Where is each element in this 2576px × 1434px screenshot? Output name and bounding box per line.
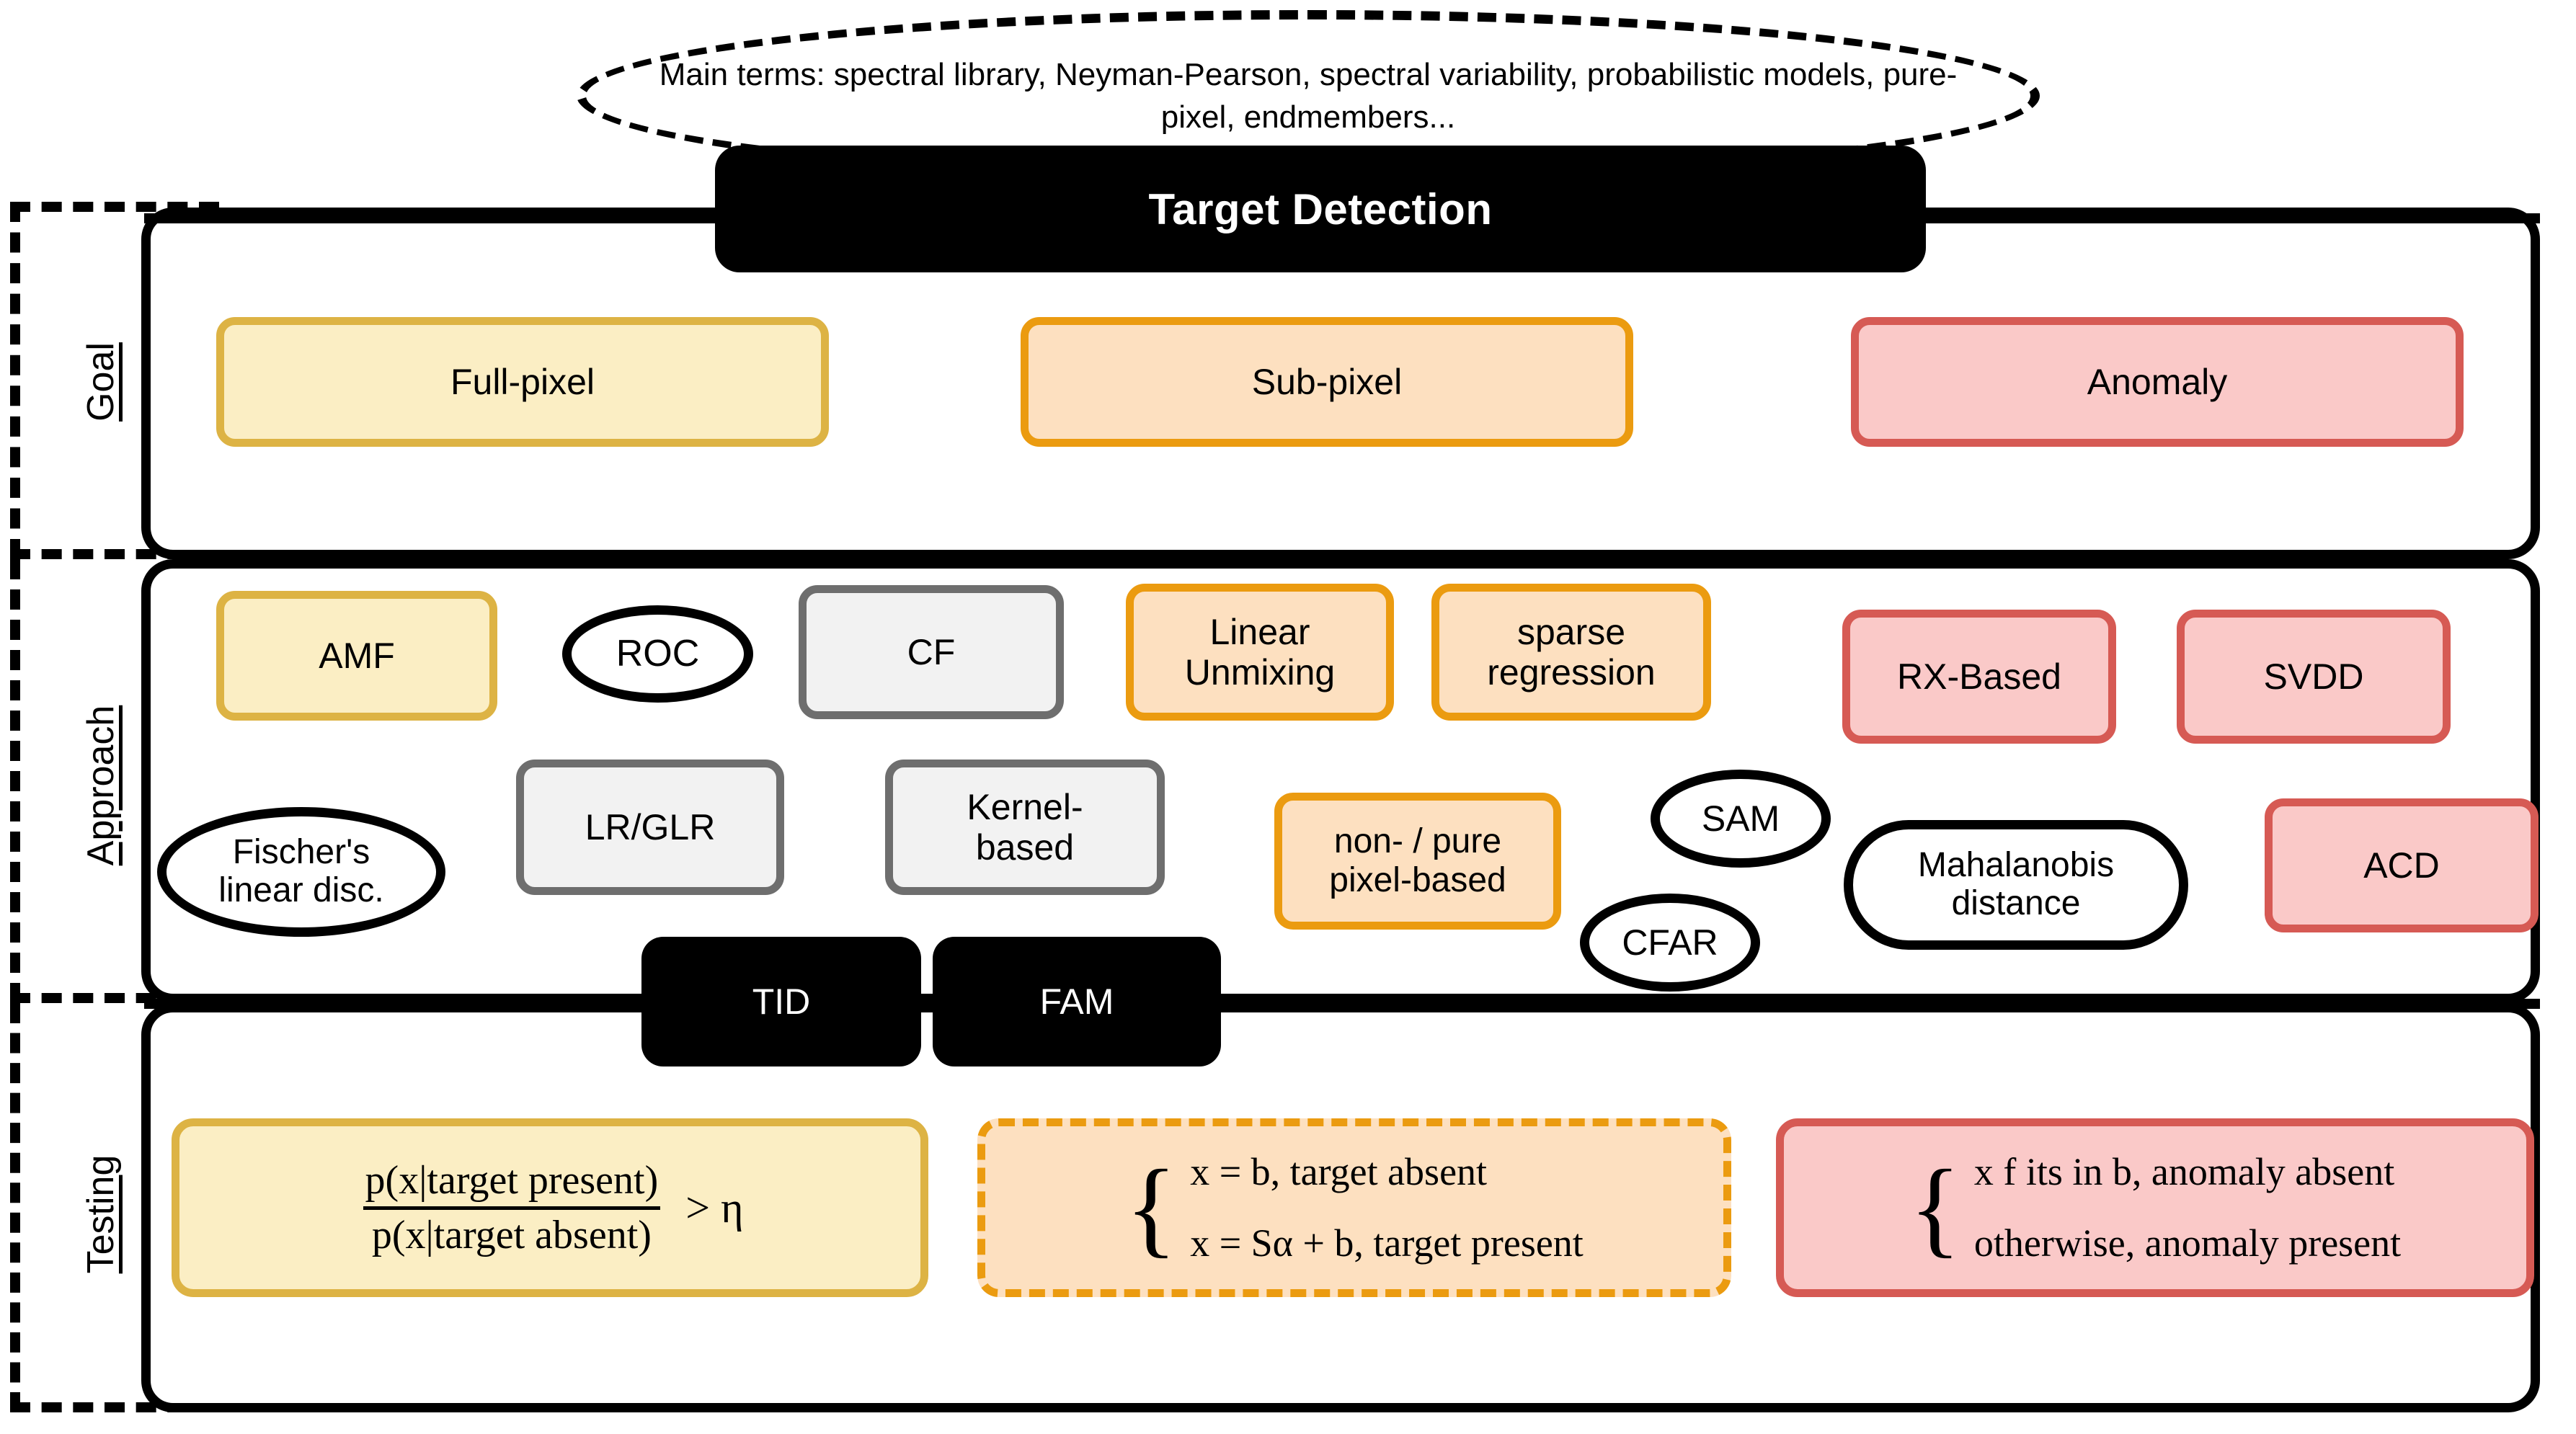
anomaly-case-1: x f its in b, anomaly absent	[1973, 1149, 2395, 1193]
approach-node-sparse-regression[interactable]: sparse regression	[1431, 584, 1711, 721]
testing-formula-anomaly[interactable]: { x f its in b, anomaly absent otherwise…	[1776, 1118, 2534, 1297]
likelihood-ratio-denominator: p(x|target absent)	[363, 1206, 660, 1258]
sub-pixel-case-1: x = b, target absent	[1190, 1149, 1488, 1193]
goal-node-full-pixel[interactable]: Full-pixel	[216, 317, 829, 447]
sub-pixel-case-2: x = Sα + b, target present	[1190, 1221, 1584, 1265]
anomaly-case-2: otherwise, anomaly present	[1973, 1221, 2402, 1265]
connector-node-fam-label: FAM	[1039, 981, 1114, 1022]
approach-node-kernel-based-label: Kernel- based	[967, 787, 1083, 868]
approach-node-linear-unmixing-label: Linear Unmixing	[1184, 612, 1336, 692]
sub-pixel-cases: { x = b, target absent x = Sα + b, targe…	[1125, 1147, 1584, 1268]
approach-node-mahalanobis-distance-label: Mahalanobis distance	[1917, 846, 2115, 922]
left-brace-anomaly: {	[1909, 1147, 1961, 1268]
approach-node-cf[interactable]: CF	[799, 585, 1064, 719]
likelihood-ratio-numerator: p(x|target present)	[365, 1157, 659, 1203]
row-label-testing: Testing	[80, 1154, 122, 1274]
likelihood-ratio-fraction: p(x|target present) p(x|target absent)	[357, 1158, 667, 1257]
fam-connector-right	[1218, 999, 2540, 1009]
approach-node-amf-label: AMF	[319, 636, 395, 676]
approach-node-sam-label: SAM	[1701, 798, 1780, 839]
approach-node-linear-unmixing[interactable]: Linear Unmixing	[1126, 584, 1394, 721]
approach-node-lr-glr[interactable]: LR/GLR	[516, 760, 784, 895]
likelihood-ratio-comparator: > η	[685, 1183, 744, 1232]
title-text: Target Detection	[1148, 184, 1493, 233]
goal-node-sub-pixel-label: Sub-pixel	[1251, 362, 1403, 402]
approach-node-fischers-linear-disc[interactable]: Fischer's linear disc.	[157, 807, 445, 937]
approach-node-rx-based[interactable]: RX-Based	[1842, 610, 2116, 744]
approach-node-non-pure-pixel-based-label: non- / pure pixel-based	[1329, 822, 1506, 899]
anomaly-cases: { x f its in b, anomaly absent otherwise…	[1909, 1147, 2402, 1268]
approach-node-sparse-regression-label: sparse regression	[1487, 612, 1656, 692]
approach-node-svdd[interactable]: SVDD	[2177, 610, 2451, 744]
approach-node-lr-glr-label: LR/GLR	[585, 807, 716, 847]
title-bar-target-detection: Target Detection	[715, 146, 1926, 272]
approach-node-acd-label: ACD	[2363, 845, 2440, 886]
goal-node-sub-pixel[interactable]: Sub-pixel	[1021, 317, 1633, 447]
goal-node-anomaly-label: Anomaly	[2087, 362, 2228, 402]
row-label-approach: Approach	[80, 705, 122, 866]
approach-node-roc[interactable]: ROC	[562, 605, 753, 703]
approach-node-fischers-linear-disc-label: Fischer's linear disc.	[218, 833, 384, 909]
approach-node-sam[interactable]: SAM	[1651, 770, 1831, 868]
approach-node-roc-label: ROC	[616, 632, 700, 674]
testing-formula-sub-pixel[interactable]: { x = b, target absent x = Sα + b, targe…	[977, 1118, 1731, 1297]
left-brace-sub-pixel: {	[1125, 1147, 1178, 1268]
goal-node-anomaly[interactable]: Anomaly	[1851, 317, 2464, 447]
approach-node-acd[interactable]: ACD	[2265, 798, 2539, 932]
testing-formula-full-pixel[interactable]: p(x|target present) p(x|target absent) >…	[172, 1118, 928, 1297]
approach-node-svdd-label: SVDD	[2263, 656, 2364, 697]
row-label-goal: Goal	[80, 342, 122, 422]
approach-node-cfar[interactable]: CFAR	[1580, 894, 1760, 992]
approach-node-amf[interactable]: AMF	[216, 591, 497, 721]
main-terms-text: Main terms: spectral library, Neyman-Pea…	[659, 56, 1958, 135]
approach-node-mahalanobis-distance[interactable]: Mahalanobis distance	[1844, 820, 2188, 950]
tid-connector-left	[144, 999, 649, 1009]
connector-node-tid-label: TID	[752, 981, 811, 1022]
approach-node-cfar-label: CFAR	[1622, 922, 1718, 963]
approach-node-rx-based-label: RX-Based	[1897, 656, 2061, 697]
goal-node-full-pixel-label: Full-pixel	[450, 362, 595, 402]
connector-node-fam[interactable]: FAM	[933, 937, 1221, 1066]
connector-node-tid[interactable]: TID	[641, 937, 921, 1066]
approach-node-cf-label: CF	[907, 632, 956, 672]
title-connector-right	[1910, 213, 2540, 223]
approach-node-non-pure-pixel-based[interactable]: non- / pure pixel-based	[1274, 793, 1561, 930]
title-connector-left	[144, 213, 735, 223]
approach-node-kernel-based[interactable]: Kernel- based	[885, 760, 1165, 895]
